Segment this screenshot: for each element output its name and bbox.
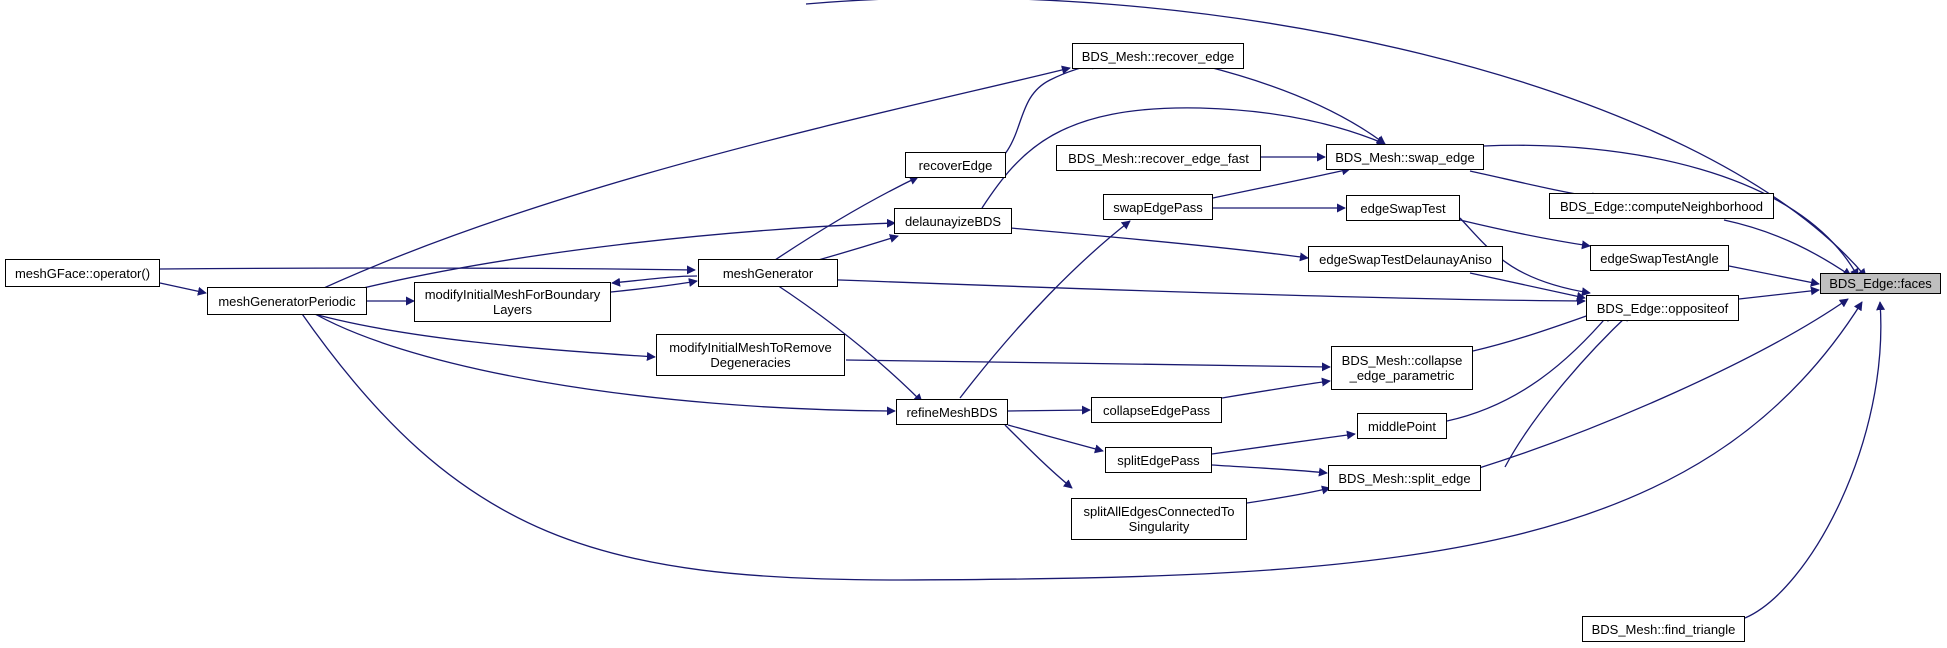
edge-boundary-layers-to-mesh-generator xyxy=(610,278,698,293)
edge-split-edge-to-oppositeof xyxy=(1504,312,1631,468)
edge-split-all-to-split-edge xyxy=(1246,485,1331,504)
node-bds-mesh-recover-edge[interactable]: BDS_Mesh::recover_edge xyxy=(1072,43,1244,69)
node-bds-edge-oppositeof[interactable]: BDS_Edge::oppositeof xyxy=(1586,295,1739,321)
node-bds-mesh-collapse-edge-parametric[interactable]: BDS_Mesh::collapse _edge_parametric xyxy=(1331,346,1473,390)
node-delaunayize-bds[interactable]: delaunayizeBDS xyxy=(894,208,1012,234)
edge-delaunayize-to-aniso xyxy=(1009,227,1309,262)
node-collapse-edge-pass[interactable]: collapseEdgePass xyxy=(1091,397,1222,423)
edge-oppositeof-to-faces xyxy=(1738,286,1820,300)
node-bds-edge-compute-neighborhood[interactable]: BDS_Edge::computeNeighborhood xyxy=(1549,193,1774,219)
edge-find-triangle-to-faces xyxy=(1744,301,1886,619)
edge-refine-to-collapse-edge-pass xyxy=(1007,405,1091,415)
edge-swap-edge-pass-to-swap-edge xyxy=(1212,166,1351,199)
node-modify-initial-mesh-to-remove-degeneracies[interactable]: modifyInitialMeshToRemove Degeneracies xyxy=(656,334,845,376)
edge-recover-edge-to-faces xyxy=(805,0,1867,278)
edge-operator-to-periodic xyxy=(159,282,207,296)
node-bds-mesh-split-edge[interactable]: BDS_Mesh::split_edge xyxy=(1328,465,1481,491)
node-swap-edge-pass[interactable]: swapEdgePass xyxy=(1103,194,1213,220)
node-bds-mesh-recover-edge-fast[interactable]: BDS_Mesh::recover_edge_fast xyxy=(1056,145,1261,171)
edge-periodic-to-delaunayize xyxy=(319,218,896,300)
edge-recover-edge-to-swap-edge xyxy=(1204,65,1386,145)
edge-remove-degeneracies-to-collapse xyxy=(845,359,1331,372)
node-split-all-edges-connected-to-singularity[interactable]: splitAllEdgesConnectedTo Singularity xyxy=(1071,498,1247,540)
node-edge-swap-test[interactable]: edgeSwapTest xyxy=(1346,195,1460,221)
edge-delaunay-aniso-to-oppositeof xyxy=(1469,272,1586,301)
node-recover-edge[interactable]: recoverEdge xyxy=(905,152,1006,178)
edge-refine-to-split-all xyxy=(1004,424,1073,489)
edge-swap-test-angle-to-faces xyxy=(1728,265,1820,287)
edge-mesh-generator-to-refine xyxy=(773,282,923,403)
edge-split-edge-pass-to-split-edge xyxy=(1211,464,1328,477)
edge-periodic-to-recover-edge xyxy=(299,65,1071,300)
node-meshgface-operator[interactable]: meshGFace::operator() xyxy=(5,259,160,287)
edge-edge-swap-test-to-oppositeof xyxy=(1459,217,1591,297)
node-bds-mesh-swap-edge[interactable]: BDS_Mesh::swap_edge xyxy=(1326,144,1484,170)
edge-periodic-to-faces xyxy=(299,301,1863,581)
node-edge-swap-test-angle[interactable]: edgeSwapTestAngle xyxy=(1590,245,1729,271)
edge-collapse-param-to-oppositeof xyxy=(1472,311,1596,352)
node-bds-mesh-find-triangle[interactable]: BDS_Mesh::find_triangle xyxy=(1582,616,1745,642)
edge-edge-swap-test-to-angle xyxy=(1459,219,1591,250)
node-bds-edge-faces: BDS_Edge::faces xyxy=(1820,273,1941,294)
edge-operator-to-mesh-generator xyxy=(159,265,696,275)
edge-split-edge-pass-to-middle-point xyxy=(1211,430,1356,455)
edge-mesh-generator-to-oppositeof xyxy=(787,277,1586,306)
node-middle-point[interactable]: middlePoint xyxy=(1357,413,1447,439)
edge-periodic-to-refine xyxy=(299,304,896,416)
edge-periodic-to-remove-degeneracies xyxy=(299,309,656,361)
node-split-edge-pass[interactable]: splitEdgePass xyxy=(1105,447,1212,473)
edge-collapse-pass-to-collapse-param xyxy=(1221,377,1331,399)
edge-split-edge-to-faces xyxy=(1475,298,1849,470)
edge-mesh-generator-to-boundary-layers xyxy=(611,275,698,287)
node-edge-swap-test-delaunay-aniso[interactable]: edgeSwapTestDelaunayAniso xyxy=(1308,246,1503,272)
edge-middle-point-to-oppositeof xyxy=(1446,312,1611,422)
node-mesh-generator-periodic[interactable]: meshGeneratorPeriodic xyxy=(207,287,367,315)
edge-compute-neighborhood-to-faces xyxy=(1723,219,1852,277)
edge-delaunayize-to-swap-edge xyxy=(981,107,1386,209)
node-mesh-generator[interactable]: meshGenerator xyxy=(698,259,838,287)
edge-refine-to-swap-edge-pass xyxy=(959,220,1131,399)
edge-refine-to-split-edge-pass xyxy=(1007,424,1104,454)
node-modify-initial-mesh-for-boundary-layers[interactable]: modifyInitialMeshForBoundary Layers xyxy=(414,282,611,322)
edge-mesh-generator-to-recover-edge-local xyxy=(771,176,919,263)
node-refine-mesh-bds[interactable]: refineMeshBDS xyxy=(896,399,1008,425)
